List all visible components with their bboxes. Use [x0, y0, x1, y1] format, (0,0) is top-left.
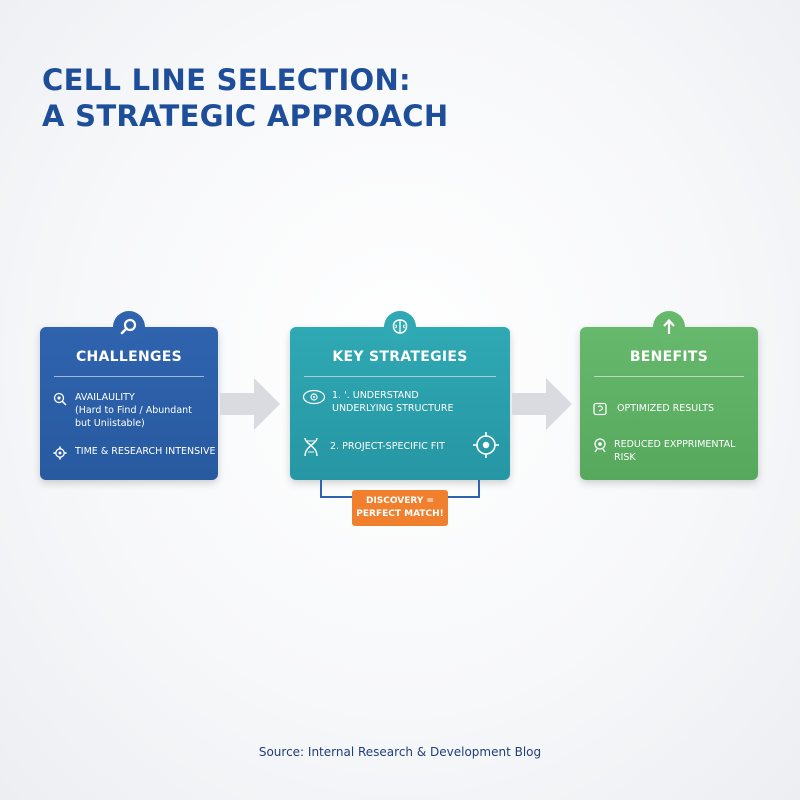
target-icon — [472, 431, 500, 459]
callout-line-1: DISCOVERY = — [365, 496, 435, 506]
challenges-divider — [54, 376, 204, 377]
strategies-title: KEY STRATEGIES — [332, 349, 468, 365]
brain-icon — [384, 311, 416, 343]
benefits-item-risk: REDUCED EXPPRIMENTAL RISK — [592, 437, 758, 464]
strategies-divider — [304, 376, 496, 377]
challenges-item-time: TIME & RESEARCH INTENSIVE — [52, 445, 215, 461]
benefits-item-results: OPTIMIZED RESULTS — [592, 401, 714, 417]
strategies-item-line: 1. '. UNDERSTAND — [332, 390, 419, 401]
challenges-item-line: TIME & RESEARCH INTENSIVE — [75, 446, 216, 457]
challenges-item-availability: AVAILAULITY (Hard to Find / Abundant but… — [52, 391, 192, 430]
benefits-item-line: REDUCED EXPPRIMENTAL RISK — [614, 439, 736, 463]
strategies-item-structure: 1. '. UNDERSTAND UNDERLYING STRUCTURE — [302, 389, 453, 415]
benefits-card: BENEFITS OPTIMIZED RESULTS REDUCED EXPPR… — [580, 311, 758, 480]
risk-icon — [592, 437, 608, 453]
challenges-item-line: (Hard to Find / Abundant — [75, 405, 192, 416]
challenges-title: CHALLENGES — [75, 349, 183, 365]
strategies-item-fit: 2. PROJECT-SPECIFIC FIT — [302, 437, 445, 457]
challenges-item-line: AVAILAULITY — [75, 392, 135, 403]
gear-icon — [52, 445, 68, 461]
strategies-item-line: UNDERLYING STRUCTURE — [332, 403, 454, 414]
source-note: Source: Internal Research & Development … — [258, 745, 542, 759]
search-cell-icon — [52, 391, 68, 407]
up-arrow-icon — [653, 311, 685, 343]
benefits-title: BENEFITS — [629, 349, 709, 365]
magnifier-icon — [113, 311, 145, 343]
flow-arrow-2 — [512, 378, 572, 430]
cell-structure-icon — [302, 389, 326, 405]
challenges-card: CHALLENGES AVAILAULITY (Hard to Find / A… — [40, 311, 218, 480]
benefits-item-line: OPTIMIZED RESULTS — [617, 403, 715, 414]
challenges-item-line: but Uniistable) — [75, 418, 145, 429]
flow-arrow-1 — [220, 378, 280, 430]
callout-line-2: PERFECT MATCH! — [356, 509, 444, 519]
strategies-item-line: 2. PROJECT-SPECIFIC FIT — [330, 441, 445, 452]
strategies-card: KEY STRATEGIES 1. '. UNDERSTAND UNDERLYI… — [290, 311, 510, 480]
results-icon — [592, 401, 608, 417]
title-line-2: A STRATEGIC APPROACH — [42, 99, 449, 133]
dna-icon — [302, 437, 320, 457]
discovery-callout: DISCOVERY = PERFECT MATCH! — [352, 490, 448, 526]
benefits-divider — [594, 376, 744, 377]
title-line-1: CELL LINE SELECTION: — [42, 63, 411, 97]
page-title: CELL LINE SELECTION: A STRATEGIC APPROAC… — [42, 62, 448, 134]
